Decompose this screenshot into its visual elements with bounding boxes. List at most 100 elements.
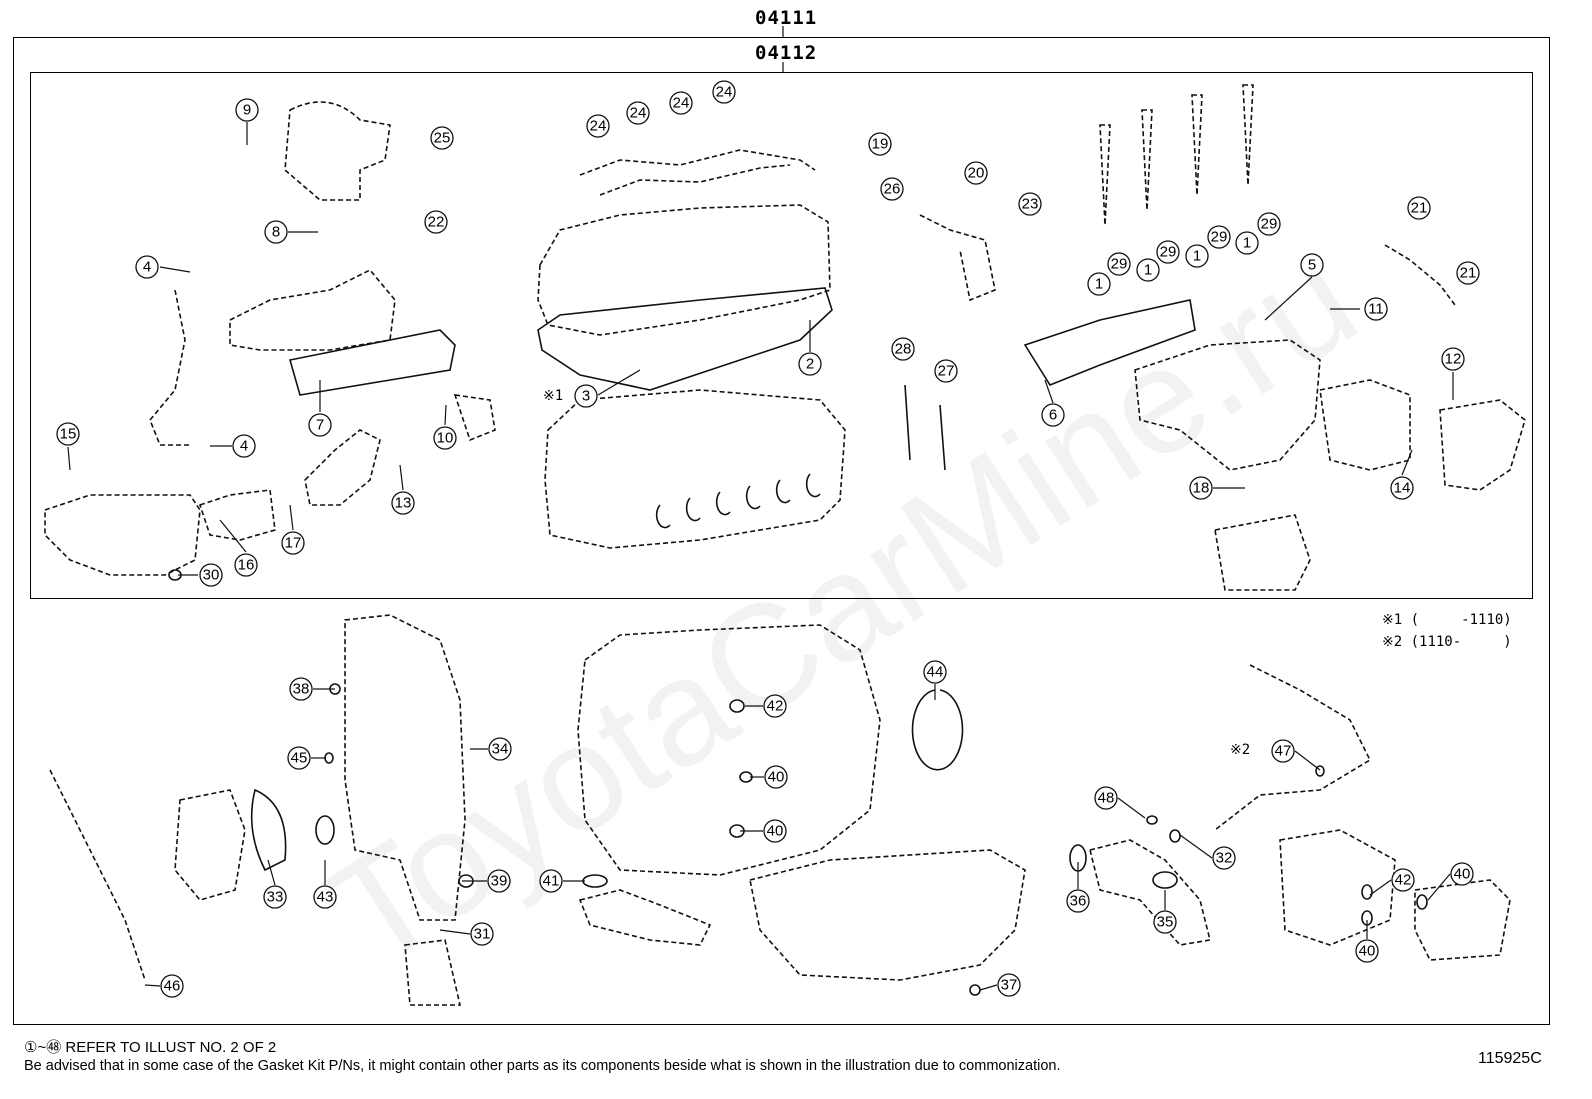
callout-29-c-label: 29 [1211, 229, 1228, 246]
callout-1-c: 1 [1185, 244, 1209, 268]
egr-cooler [44, 494, 201, 576]
callout-40-c: 40 [1450, 862, 1474, 886]
callout-1-b-label: 1 [1144, 262, 1152, 279]
callout-40-a: 40 [764, 765, 788, 789]
callout-41: 41 [539, 869, 563, 893]
harness [579, 149, 816, 176]
callout-9: 9 [235, 98, 259, 122]
callout-13-label: 13 [395, 495, 412, 512]
callout-19: 19 [868, 132, 892, 156]
callout-37: 37 [997, 973, 1021, 997]
callout-26: 26 [880, 177, 904, 201]
callout-1-a-label: 1 [1095, 276, 1103, 293]
turbocharger [284, 101, 391, 201]
callout-40-b: 40 [763, 819, 787, 843]
callout-24-b-label: 24 [630, 105, 647, 122]
callout-28: 28 [891, 337, 915, 361]
outer-frame [13, 37, 1550, 1025]
callout-12-label: 12 [1445, 351, 1462, 368]
callout-4-a: 4 [135, 255, 159, 279]
fuel-pipe [1384, 244, 1456, 306]
callout-1-c-label: 1 [1193, 248, 1201, 265]
callout-24-c-label: 24 [673, 95, 690, 112]
callout-47-label: 47 [1275, 743, 1292, 760]
callout-12: 12 [1441, 347, 1465, 371]
callout-32-label: 32 [1216, 850, 1233, 867]
callout-1-b: 1 [1136, 258, 1160, 282]
oil-cooler-element [1414, 879, 1511, 961]
callout-38-label: 38 [293, 681, 310, 698]
callout-21-b-label: 21 [1460, 265, 1477, 282]
callout-29-b: 29 [1156, 240, 1180, 264]
throttle-pipe [304, 429, 381, 506]
callout-1-d-label: 1 [1243, 235, 1251, 252]
callout-33-label: 33 [267, 889, 284, 906]
callout-30-label: 30 [203, 567, 220, 584]
callout-11-label: 11 [1368, 301, 1384, 318]
callout-34: 34 [488, 737, 512, 761]
illustration-number: 115925C [1478, 1050, 1542, 1067]
callout-10-label: 10 [437, 430, 454, 447]
callout-25-label: 25 [434, 130, 451, 147]
callout-4-b: 4 [232, 434, 256, 458]
seals [168, 569, 1428, 996]
callout-40-b-label: 40 [767, 823, 784, 840]
callout-44-label: 44 [927, 664, 944, 681]
cylinder-head [544, 389, 846, 549]
callout-42-b-label: 42 [1395, 872, 1412, 889]
callout-10: 10 [433, 426, 457, 450]
note-1: ※1 ( -1110) [1382, 612, 1512, 628]
callout-45-label: 45 [291, 750, 308, 767]
callout-21-a-label: 21 [1411, 200, 1428, 217]
callout-18: 18 [1189, 476, 1213, 500]
callout-36: 36 [1066, 889, 1090, 913]
callout-17: 17 [281, 531, 305, 555]
oil-pump-strainer [578, 889, 712, 946]
callout-2: 2 [798, 352, 822, 376]
callout-16-label: 16 [238, 557, 255, 574]
callout-35: 35 [1153, 910, 1177, 934]
callout-39: 39 [487, 869, 511, 893]
callout-24-d: 24 [712, 80, 736, 104]
callout-6-label: 6 [1049, 407, 1057, 424]
footer-advice: Be advised that in some case of the Gask… [24, 1058, 1061, 1074]
callout-31: 31 [470, 922, 494, 946]
callout-5-label: 5 [1308, 257, 1316, 274]
callout-33: 33 [263, 885, 287, 909]
callout-21-a: 21 [1407, 196, 1431, 220]
callout-29-c: 29 [1207, 225, 1231, 249]
callout-13: 13 [391, 491, 415, 515]
callout-25: 25 [430, 126, 454, 150]
callout-48: 48 [1094, 786, 1118, 810]
callout-20: 20 [964, 161, 988, 185]
callout-40-d-label: 40 [1359, 943, 1376, 960]
callout-22: 22 [424, 210, 448, 234]
note-2: ※2 (1110- ) [1382, 634, 1512, 650]
callout-20-label: 20 [968, 165, 985, 182]
callout-15: 15 [56, 422, 80, 446]
callout-23: 23 [1018, 192, 1042, 216]
callout-9-label: 9 [243, 102, 251, 119]
callout-46-label: 46 [164, 978, 181, 995]
callout-40-c-label: 40 [1454, 866, 1471, 883]
callout-36-label: 36 [1070, 893, 1087, 910]
callout-16: 16 [234, 553, 258, 577]
callout-27-label: 27 [938, 363, 955, 380]
callout-2-label: 2 [806, 356, 814, 373]
injector-line [919, 214, 996, 302]
callout-27: 27 [934, 359, 958, 383]
cylinder-block [577, 624, 881, 876]
callout-32: 32 [1212, 846, 1236, 870]
cylinder-head-cover [537, 204, 831, 336]
callout-24-d-label: 24 [716, 84, 733, 101]
callout-41-label: 41 [543, 873, 560, 890]
callout-42-a: 42 [763, 694, 787, 718]
callout-5: 5 [1300, 253, 1324, 277]
water-outlet [1089, 839, 1211, 946]
callout-31-label: 31 [474, 926, 491, 943]
callout-14-label: 14 [1394, 480, 1411, 497]
callout-22-label: 22 [428, 214, 445, 231]
callout-7-label: 7 [316, 417, 324, 434]
leader-lines [67, 122, 1454, 991]
callout-43-label: 43 [317, 889, 334, 906]
